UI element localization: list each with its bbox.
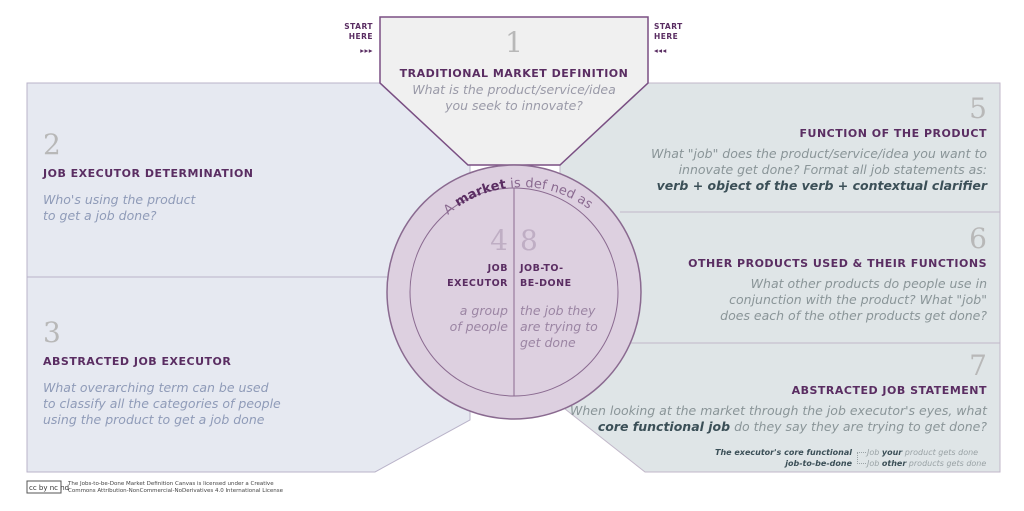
core-job-label: The executor's core functional job-to-be-… [680, 447, 852, 469]
license-text[interactable]: The Jobs-to-be-Done Market Definition Ca… [68, 481, 283, 495]
q-line: What is the product/service/idea [412, 82, 616, 97]
license-line: Commons Attribution-NonCommercial-NoDeri… [68, 488, 284, 494]
job-branches: Job your product gets done Job other pro… [867, 447, 986, 469]
box-title: FUNCTION OF THE PRODUCT [799, 127, 987, 140]
box-title: ABSTRACTED JOB EXECUTOR [43, 355, 232, 368]
q-line: to get a job done? [43, 208, 157, 223]
q-line: you seek to innovate? [445, 98, 583, 113]
arrows-left-icon: ◂◂◂ [654, 46, 667, 55]
box-number: 8 [520, 224, 538, 257]
arrows-right-icon: ▸▸▸ [360, 46, 373, 55]
box-number: 3 [43, 316, 61, 349]
box-number: 6 [969, 222, 987, 255]
cc-badge-text: cc by nc nd [29, 484, 69, 492]
core-functional-job-emphasis: core functional job [597, 419, 731, 434]
box-title: JOB EXECUTOR DETERMINATION [43, 167, 254, 180]
cc-license-badge [26, 480, 62, 494]
q-line: does each of the other products get done… [720, 308, 987, 323]
box-number: 4 [490, 224, 508, 257]
q-line: What overarching term can be used [43, 380, 269, 395]
box-2: 2 JOB EXECUTOR DETERMINATION Who's using… [43, 128, 254, 224]
box-number: 5 [969, 92, 987, 125]
box-6: 6 OTHER PRODUCTS USED & THEIR FUNCTIONS … [567, 222, 987, 324]
box-title: TRADITIONAL MARKET DEFINITION [399, 67, 629, 80]
box-question: When looking at the market through the j… [567, 403, 987, 435]
label-line: job-to-be-done [785, 459, 852, 468]
job-to-be-done-title: JOB-TO-BE-DONE [520, 263, 572, 289]
q-line: innovate get done? Format all job statem… [678, 162, 987, 177]
q-line: do they say they are trying to get done? [730, 419, 987, 434]
q-line: What "job" does the product/service/idea… [650, 146, 987, 161]
here-label: HERE [348, 32, 373, 41]
box-number: 7 [969, 349, 987, 382]
q-line: When looking at the market through the j… [570, 403, 987, 418]
q-line: conjunction with the product? What "job" [729, 292, 987, 307]
branch-connector [857, 452, 866, 464]
q-line: What other products do people use in [750, 276, 987, 291]
branch-other: Job other products gets done [867, 459, 987, 468]
box-7: 7 ABSTRACTED JOB STATEMENT When looking … [567, 349, 987, 435]
label-line: The executor's core functional [715, 448, 852, 457]
license-line: The Jobs-to-be-Done Market Definition Ca… [68, 481, 274, 487]
start-label: START [654, 22, 683, 31]
here-label: HERE [654, 32, 679, 41]
start-label: START [344, 22, 373, 31]
box-title: OTHER PRODUCTS USED & THEIR FUNCTIONS [688, 257, 987, 270]
branch-your: Job your product gets done [867, 448, 979, 457]
q-line: to classify all the categories of people [43, 396, 281, 411]
box-1: 1 TRADITIONAL MARKET DEFINITION What is … [380, 26, 648, 114]
box-5: 5 FUNCTION OF THE PRODUCT What "job" doe… [567, 92, 987, 194]
box-number: 1 [505, 26, 523, 59]
box-question: What "job" does the product/service/idea… [567, 146, 987, 194]
q-line: Who's using the product [43, 192, 196, 207]
box-3: 3 ABSTRACTED JOB EXECUTOR What overarchi… [43, 316, 281, 428]
box-number: 2 [43, 128, 61, 161]
q-line: using the product to get a job done [43, 412, 265, 427]
box-title: ABSTRACTED JOB STATEMENT [791, 384, 987, 397]
top-box [379, 16, 649, 166]
job-statement-formula: verb + object of the verb + contextual c… [656, 178, 987, 193]
